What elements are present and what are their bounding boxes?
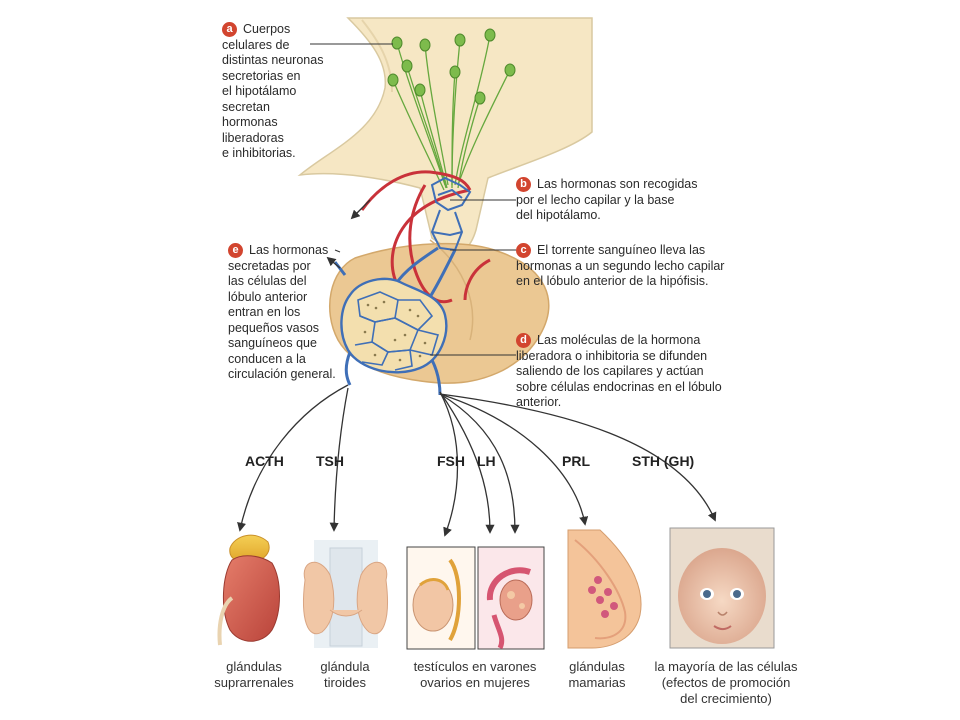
note-d: d Las moléculas de la hormona liberadora …	[516, 333, 722, 411]
hormone-prl-label: PRL	[562, 453, 590, 469]
target-cells-line: (efectos de promoción	[661, 675, 791, 690]
target-gonads-line: ovarios en mujeres	[420, 675, 530, 690]
target-cells-line: del crecimiento)	[680, 691, 772, 706]
thyroid-illustration	[303, 540, 388, 648]
note-a: a Cuerpos celulares de distintas neuronas…	[222, 22, 323, 162]
note-a-line: Cuerpos	[243, 22, 291, 36]
hormone-tsh-label: TSH	[316, 453, 344, 469]
target-adrenal-line: glándulas	[226, 659, 282, 674]
capillary-bed-pituitary	[340, 277, 448, 374]
note-a-line: e inhibitorias.	[222, 146, 296, 160]
leader-lines	[310, 43, 516, 356]
target-mammary-label: glándulas mamarias	[552, 659, 642, 691]
target-gonads-line: testículos en varones	[413, 659, 537, 674]
note-a-line: celulares de	[222, 37, 290, 52]
note-e: e Las hormonas secretadas por las células…	[228, 243, 336, 383]
note-e-line: conducen a la	[228, 351, 306, 366]
hormone-acth-label: ACTH	[245, 453, 284, 469]
target-thyroid-line: glándula	[320, 659, 370, 674]
arteries	[360, 170, 491, 304]
adrenal-kidney-illustration	[217, 534, 280, 646]
note-c: c El torrente sanguíneo lleva las hormona…	[516, 243, 724, 290]
note-b-line: Las hormonas son recogidas	[537, 177, 698, 191]
hormone-arrows	[237, 384, 717, 537]
dot-clusters	[363, 300, 427, 362]
note-c-line: hormonas a un segundo lecho capilar	[516, 258, 725, 273]
note-e-line: circulación general.	[228, 367, 336, 381]
note-e-line: entran en los	[228, 305, 301, 319]
note-a-line: secretorias en	[222, 68, 301, 83]
blood-flow-arrows	[326, 199, 371, 269]
note-d-line: sobre células endocrinas en el lóbulo	[516, 379, 722, 394]
note-a-line: distintas neuronas	[222, 53, 324, 67]
note-b-line: por el lecho capilar y la base	[516, 192, 675, 207]
target-mammary-line: mamarias	[568, 675, 626, 690]
hormone-lh-label: LH	[477, 453, 496, 469]
note-b-line: del hipotálamo.	[516, 208, 601, 222]
target-thyroid-line: tiroides	[324, 675, 366, 690]
note-e-line: pequeños vasos	[228, 320, 320, 335]
note-e-line: Las hormonas	[249, 243, 329, 257]
note-a-badge: a	[222, 22, 237, 37]
mammary-illustration	[567, 529, 642, 649]
note-e-line: sanguíneos que	[228, 336, 317, 350]
note-a-line: liberadoras	[222, 130, 284, 145]
note-d-badge: d	[516, 333, 531, 348]
ovary-illustration	[477, 546, 545, 650]
note-c-badge: c	[516, 243, 531, 258]
note-a-line: el hipotálamo	[222, 84, 297, 98]
note-e-badge: e	[228, 243, 243, 258]
target-adrenal-line: suprarrenales	[214, 675, 294, 690]
note-d-line: anterior.	[516, 395, 562, 409]
neurons	[392, 34, 511, 191]
note-d-line: liberadora o inhibitoria se difunden	[516, 348, 708, 363]
note-c-line: en el lóbulo anterior de la hipófisis.	[516, 274, 709, 288]
target-cells-label: la mayoría de las células (efectos de pr…	[642, 659, 810, 707]
note-d-line: saliendo de los capilares y actúan	[516, 364, 704, 378]
capillary-bed-hypothalamus	[430, 176, 472, 252]
target-thyroid-label: glándula tiroides	[300, 659, 390, 691]
neuron-cell-bodies	[387, 28, 516, 105]
target-cells-line: la mayoría de las células	[654, 659, 798, 674]
note-a-line: hormonas	[222, 115, 278, 129]
target-adrenal-label: glándulas suprarrenales	[204, 659, 304, 691]
testis-illustration	[406, 546, 476, 650]
note-e-line: lóbulo anterior	[228, 289, 308, 304]
hormone-sth-label: STH (GH)	[632, 453, 695, 469]
baby-photo	[669, 527, 775, 649]
hormone-fsh-label: FSH	[437, 453, 465, 469]
note-a-line: secretan	[222, 99, 270, 114]
note-b: b Las hormonas son recogidas por el lecho…	[516, 177, 698, 224]
note-d-line: Las moléculas de la hormona	[537, 333, 701, 347]
note-c-line: El torrente sanguíneo lleva las	[537, 243, 706, 257]
note-b-badge: b	[516, 177, 531, 192]
capillary-cells	[354, 291, 440, 371]
note-e-line: secretadas por	[228, 258, 311, 273]
target-mammary-line: glándulas	[569, 659, 625, 674]
target-gonads-label: testículos en varones ovarios en mujeres	[400, 659, 550, 691]
note-e-line: las células del	[228, 274, 307, 288]
